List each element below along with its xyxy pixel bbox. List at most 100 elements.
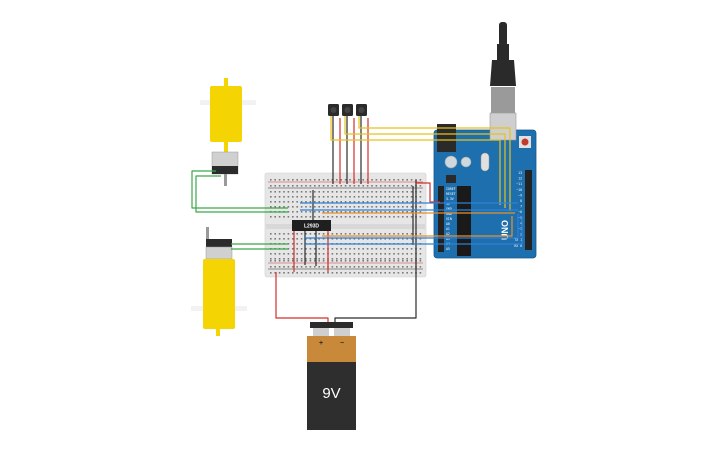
ir-sensor-right[interactable] [356, 104, 367, 116]
breadboard[interactable] [264, 172, 427, 278]
breadboard-hole [305, 233, 307, 235]
breadboard-hole [393, 206, 395, 208]
dc-motor-top[interactable] [200, 78, 256, 186]
breadboard-hole [309, 272, 312, 274]
breadboard-hole [362, 196, 364, 198]
breadboard-hole [270, 266, 272, 268]
battery-negative-label: − [340, 340, 344, 347]
breadboard-hole [327, 179, 329, 181]
breadboard-hole [322, 179, 325, 181]
breadboard-hole [410, 201, 413, 203]
digital-pin-label: RX 0 [514, 244, 522, 248]
breadboard-hole [384, 260, 386, 262]
breadboard-hole [380, 191, 382, 193]
breadboard-hole [366, 260, 369, 262]
breadboard-hole [362, 211, 364, 213]
breadboard-hole [309, 233, 312, 235]
breadboard-hole [388, 248, 391, 250]
breadboard-hole [410, 211, 413, 213]
breadboard-hole [318, 191, 320, 193]
breadboard-hole [419, 233, 422, 235]
breadboard-hole [380, 272, 382, 274]
breadboard-hole [388, 233, 391, 235]
breadboard-hole [340, 206, 342, 208]
dc-motor-bottom[interactable] [191, 227, 247, 336]
breadboard-hole [362, 179, 364, 181]
breadboard-hole [410, 196, 413, 198]
breadboard-hole [278, 260, 281, 262]
breadboard-hole [300, 196, 303, 198]
breadboard-hole [283, 272, 285, 274]
breadboard-hole [270, 191, 272, 193]
reset-button[interactable] [521, 138, 529, 146]
breadboard-hole [309, 248, 312, 250]
breadboard-hole [349, 238, 351, 240]
breadboard-hole [296, 211, 298, 213]
breadboard-hole [331, 272, 334, 274]
breadboard-hole [371, 196, 373, 198]
breadboard-hole [340, 201, 342, 203]
breadboard-hole [314, 196, 316, 198]
breadboard-hole [274, 266, 276, 268]
breadboard-hole [340, 196, 342, 198]
breadboard-hole [287, 179, 290, 181]
breadboard-hole [388, 216, 391, 218]
breadboard-hole [349, 201, 351, 203]
breadboard-hole [410, 253, 413, 255]
breadboard-hole [353, 206, 356, 208]
breadboard-hole [314, 185, 316, 187]
breadboard-hole [406, 266, 408, 268]
breadboard-hole [331, 201, 334, 203]
breadboard-hole [292, 179, 294, 181]
breadboard-hole [300, 206, 303, 208]
ir-sensor-left[interactable] [328, 104, 339, 116]
breadboard-hole [384, 272, 386, 274]
breadboard-hole [419, 272, 422, 274]
breadboard-hole [314, 179, 316, 181]
breadboard-hole [344, 253, 347, 255]
breadboard-hole [283, 260, 285, 262]
breadboard-hole [375, 201, 378, 203]
breadboard-hole [397, 196, 400, 198]
breadboard-hole [349, 253, 351, 255]
power-analog-pin-label: GND [446, 207, 452, 211]
breadboard-hole [419, 179, 422, 181]
breadboard-hole [292, 248, 294, 250]
ir-sensor-middle[interactable] [342, 104, 353, 116]
breadboard-hole [410, 248, 413, 250]
breadboard-hole [358, 201, 360, 203]
breadboard-hole [366, 201, 369, 203]
breadboard-hole [292, 272, 294, 274]
breadboard-hole [327, 191, 329, 193]
digital-pin-label: ~11 [516, 182, 522, 186]
breadboard-hole [318, 201, 320, 203]
breadboard-hole [274, 272, 276, 274]
breadboard-hole [419, 260, 422, 262]
breadboard-hole [305, 201, 307, 203]
usb-port[interactable] [489, 112, 517, 141]
breadboard-hole [380, 196, 382, 198]
breadboard-hole [287, 243, 290, 245]
breadboard-hole [331, 211, 334, 213]
breadboard-hole [349, 179, 351, 181]
breadboard-hole [322, 253, 325, 255]
breadboard-hole [397, 211, 400, 213]
breadboard-hole [366, 233, 369, 235]
power-jack[interactable] [437, 124, 456, 152]
breadboard-hole [410, 258, 413, 260]
breadboard-hole [384, 185, 386, 187]
breadboard-hole [296, 260, 298, 262]
battery-9v[interactable]: + − 9V [307, 322, 356, 430]
breadboard-hole [296, 253, 298, 255]
breadboard-hole [309, 216, 312, 218]
breadboard-hole [309, 206, 312, 208]
breadboard-hole [366, 211, 369, 213]
breadboard-hole [305, 253, 307, 255]
breadboard-hole [384, 258, 386, 260]
l293d-chip[interactable]: L293D [292, 220, 331, 231]
breadboard-hole [366, 238, 369, 240]
breadboard-hole [305, 272, 307, 274]
breadboard-hole [336, 206, 338, 208]
breadboard-hole [327, 211, 329, 213]
